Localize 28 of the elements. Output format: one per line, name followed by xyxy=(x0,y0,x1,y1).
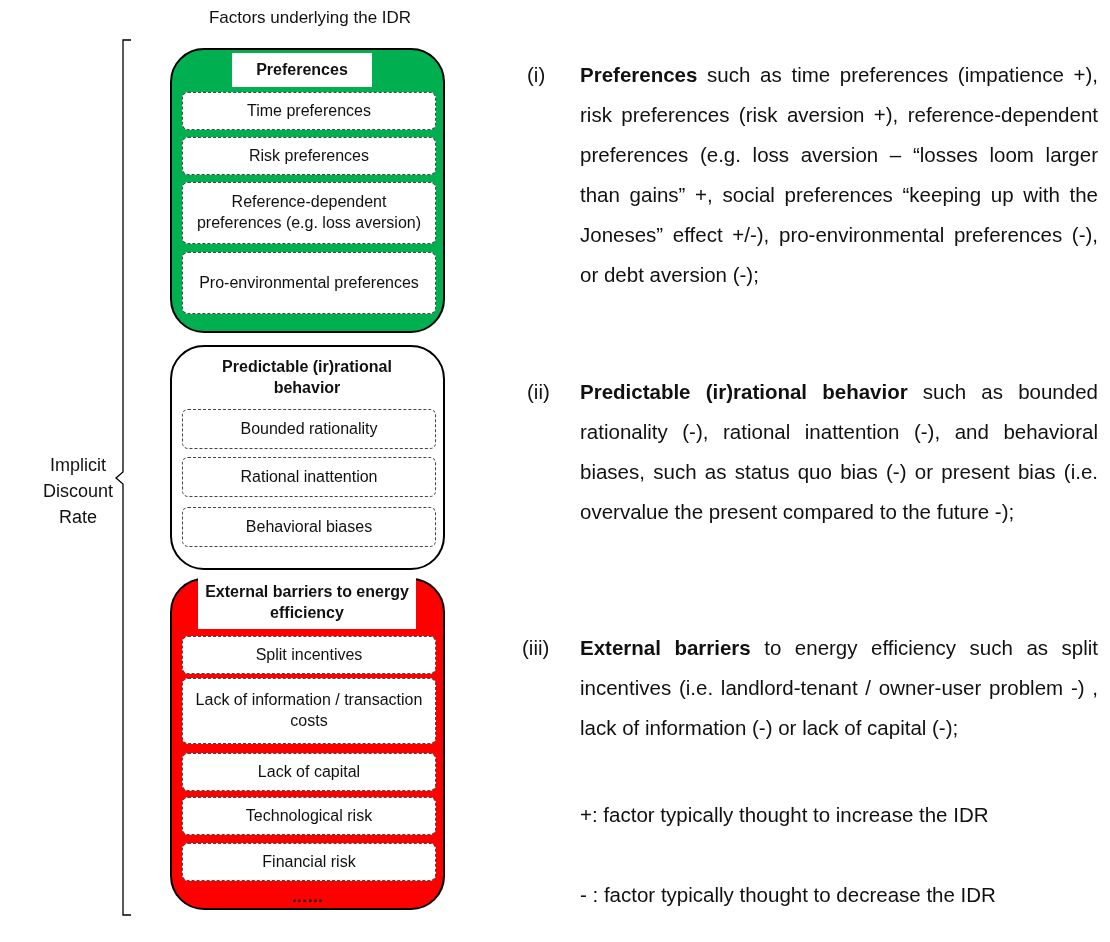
legend-note: +: factor typically thought to increase the IDR xyxy=(580,802,990,828)
ellipsis-text: …… xyxy=(290,888,325,906)
factor-box: Rational inattention xyxy=(182,457,436,497)
factor-box: Behavioral biases xyxy=(182,507,436,547)
panel-heading: External barriers to energy efficiency xyxy=(198,577,416,629)
axis-label: Implicit Discount Rate xyxy=(42,454,114,529)
description-paragraph: Preferences such as time preferences (impatience +), risk preferences (risk aversion +), reference-dependent preferences (e.g. loss aversion – “losses loom larger than gains” +, social preferences “keeping up with the Joneses” effect +/-), pro-environmental preferences (-), or debt aversion (-); xyxy=(580,62,1098,288)
panel-heading: Preferences xyxy=(232,53,372,87)
factor-box: Time preferences xyxy=(182,92,436,130)
factor-box: Split incentives xyxy=(182,636,436,674)
legend-note: - : factor typically thought to decrease the IDR xyxy=(580,882,997,908)
list-number: (iii) xyxy=(522,635,550,661)
factor-box: Lack of capital xyxy=(182,753,436,791)
factor-box: Bounded rationality xyxy=(182,409,436,449)
list-number: (i) xyxy=(527,62,546,88)
category-panel xyxy=(170,345,445,570)
factor-box: Technological risk xyxy=(182,797,436,835)
list-number: (ii) xyxy=(527,379,550,405)
description-paragraph: Predictable (ir)rational behavior such as bounded rationality (-), rational inattention (-), and behavioral biases, such as status quo bias (-) or present bias (i.e. overvalue the present compared to the future -); xyxy=(580,379,1098,525)
factor-box: Lack of information / transaction costs xyxy=(182,678,436,744)
factor-box: Pro-environmental preferences xyxy=(182,252,436,314)
factor-box: Reference-dependent preferences (e.g. loss aversion) xyxy=(182,182,436,244)
category-panel xyxy=(170,578,445,910)
category-panel xyxy=(170,48,445,333)
factor-box: Risk preferences xyxy=(182,137,436,175)
diagram-title: Factors underlying the IDR xyxy=(207,8,413,28)
factor-box: Financial risk xyxy=(182,843,436,881)
description-paragraph: External barriers to energy efficiency such as split incentives (i.e. landlord-tenant / owner-user problem -) , lack of information (-) or lack of capital (-); xyxy=(580,635,1098,741)
